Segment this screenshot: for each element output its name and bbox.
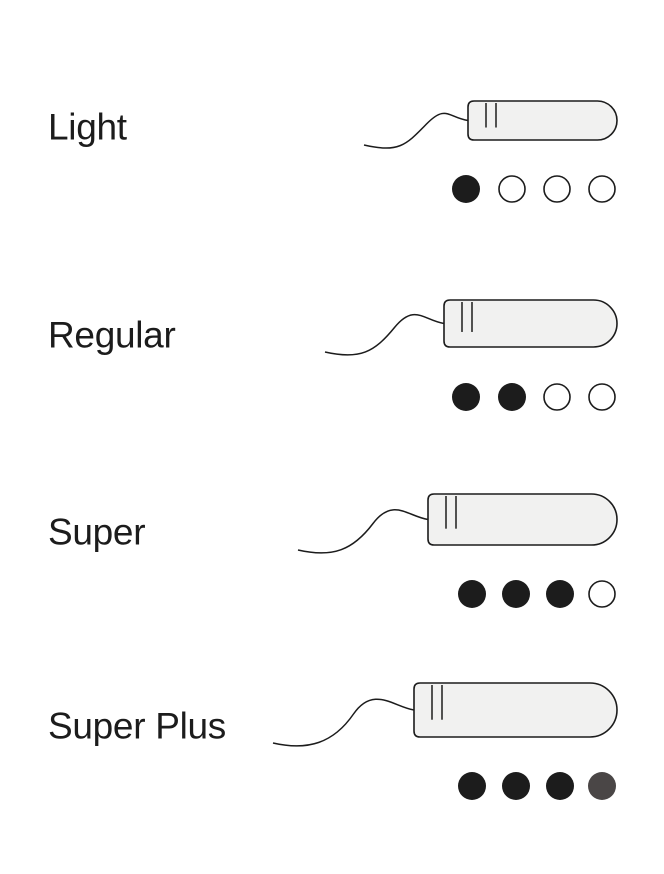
absorbency-dot-filled bbox=[458, 772, 486, 800]
absorbency-dot-filled bbox=[458, 580, 486, 608]
absorbency-dot-filled bbox=[502, 772, 530, 800]
absorbency-dot-filled bbox=[452, 383, 480, 411]
absorbency-dot-empty bbox=[588, 383, 616, 411]
tampon-string bbox=[272, 698, 415, 747]
tampon-string bbox=[324, 314, 445, 356]
absorbency-dot-empty bbox=[588, 580, 616, 608]
absorbency-dot-filled bbox=[502, 580, 530, 608]
row-label-super-plus: Super Plus bbox=[48, 705, 226, 747]
absorbency-dot-filled bbox=[452, 175, 480, 203]
row-label-super: Super bbox=[48, 511, 146, 553]
absorbency-dot-empty bbox=[543, 383, 571, 411]
absorbency-dot-empty bbox=[543, 175, 571, 203]
tampon-body bbox=[427, 493, 618, 546]
absorbency-dot-filled bbox=[546, 772, 574, 800]
tampon-body bbox=[467, 100, 618, 141]
tampon-string bbox=[363, 112, 469, 149]
absorbency-dot-empty bbox=[588, 175, 616, 203]
row-label-regular: Regular bbox=[48, 314, 176, 356]
row-label-light: Light bbox=[48, 106, 127, 148]
tampon-body bbox=[443, 299, 618, 348]
absorbency-dot-filled bbox=[498, 383, 526, 411]
tampon-string bbox=[297, 509, 429, 554]
absorbency-dot-empty bbox=[498, 175, 526, 203]
absorbency-dot-filled bbox=[588, 772, 616, 800]
absorbency-dot-filled bbox=[546, 580, 574, 608]
tampon-body bbox=[413, 682, 618, 738]
